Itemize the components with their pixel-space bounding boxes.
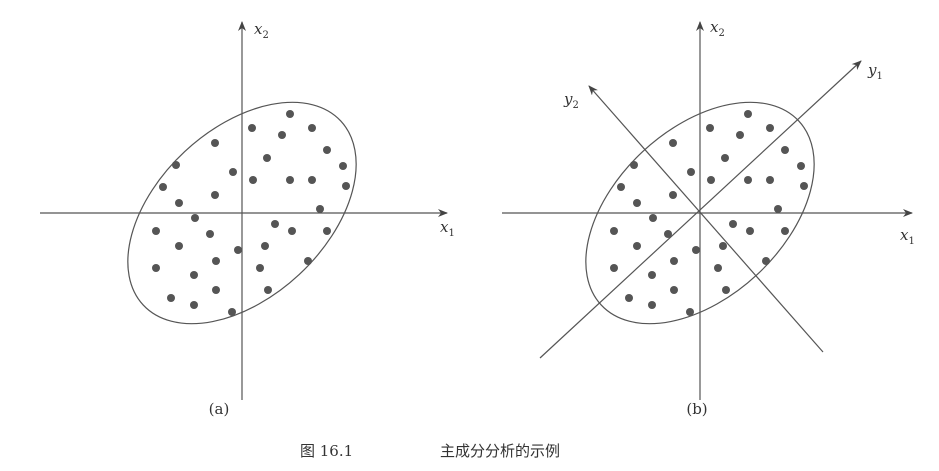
data-point	[706, 124, 714, 132]
data-point	[286, 110, 294, 118]
data-point	[670, 257, 678, 265]
data-point	[323, 146, 331, 154]
scatter-points	[152, 110, 350, 316]
figure-caption: 主成分分析的示例	[440, 442, 560, 460]
data-point	[774, 205, 782, 213]
y1-label: y1	[867, 61, 883, 82]
data-point	[633, 242, 641, 250]
data-point	[714, 264, 722, 272]
data-point	[159, 183, 167, 191]
data-point	[229, 168, 237, 176]
data-ellipse	[585, 101, 815, 325]
y2-axis	[588, 85, 824, 353]
data-point	[648, 301, 656, 309]
scatter-points	[610, 110, 808, 316]
data-point	[308, 124, 316, 132]
data-point	[610, 227, 618, 235]
data-point	[261, 242, 269, 250]
data-point	[286, 176, 294, 184]
data-point	[271, 220, 279, 228]
data-point	[617, 183, 625, 191]
data-point	[729, 220, 737, 228]
data-point	[212, 257, 220, 265]
panel-caption-b: (b)	[686, 400, 707, 418]
data-point	[649, 214, 657, 222]
data-point	[211, 191, 219, 199]
panel-a: x2 x1 (a)	[40, 20, 455, 418]
data-point	[190, 271, 198, 279]
data-point	[206, 230, 214, 238]
data-point	[191, 214, 199, 222]
data-point	[721, 154, 729, 162]
x2-label: x2	[710, 18, 725, 39]
data-point	[304, 257, 312, 265]
data-point	[744, 110, 752, 118]
data-point	[781, 146, 789, 154]
data-point	[152, 264, 160, 272]
data-point	[212, 286, 220, 294]
data-point	[625, 294, 633, 302]
data-point	[248, 124, 256, 132]
data-point	[167, 294, 175, 302]
data-point	[172, 161, 180, 169]
data-point	[630, 161, 638, 169]
data-point	[664, 230, 672, 238]
data-point	[633, 199, 641, 207]
data-point	[342, 182, 350, 190]
x1-label: x1	[440, 218, 455, 239]
data-point	[669, 139, 677, 147]
data-point	[175, 242, 183, 250]
data-point	[722, 286, 730, 294]
x1-label: x1	[900, 226, 915, 247]
data-point	[719, 242, 727, 250]
data-point	[686, 308, 694, 316]
data-point	[762, 257, 770, 265]
data-point	[339, 162, 347, 170]
data-point	[781, 227, 789, 235]
data-ellipse	[127, 101, 357, 325]
data-point	[234, 246, 242, 254]
data-point	[766, 124, 774, 132]
data-point	[264, 286, 272, 294]
y1-axis	[539, 60, 862, 359]
data-point	[687, 168, 695, 176]
figure-number: 图 16.1	[300, 442, 353, 460]
data-point	[249, 176, 257, 184]
data-point	[228, 308, 236, 316]
data-point	[211, 139, 219, 147]
data-point	[797, 162, 805, 170]
x2-label: x2	[254, 20, 269, 41]
y2-label: y2	[563, 90, 579, 111]
data-point	[190, 301, 198, 309]
data-point	[308, 176, 316, 184]
data-point	[288, 227, 296, 235]
data-point	[323, 227, 331, 235]
data-point	[670, 286, 678, 294]
data-point	[256, 264, 264, 272]
data-point	[692, 246, 700, 254]
data-point	[175, 199, 183, 207]
data-point	[610, 264, 618, 272]
data-point	[746, 227, 754, 235]
data-point	[278, 131, 286, 139]
data-point	[669, 191, 677, 199]
data-point	[263, 154, 271, 162]
data-point	[800, 182, 808, 190]
data-point	[648, 271, 656, 279]
panel-caption-a: (a)	[209, 400, 230, 418]
data-point	[736, 131, 744, 139]
data-point	[707, 176, 715, 184]
data-point	[316, 205, 324, 213]
data-point	[152, 227, 160, 235]
data-point	[744, 176, 752, 184]
data-point	[766, 176, 774, 184]
panel-b: x2 x1 y1 y2 (b)	[502, 18, 915, 418]
